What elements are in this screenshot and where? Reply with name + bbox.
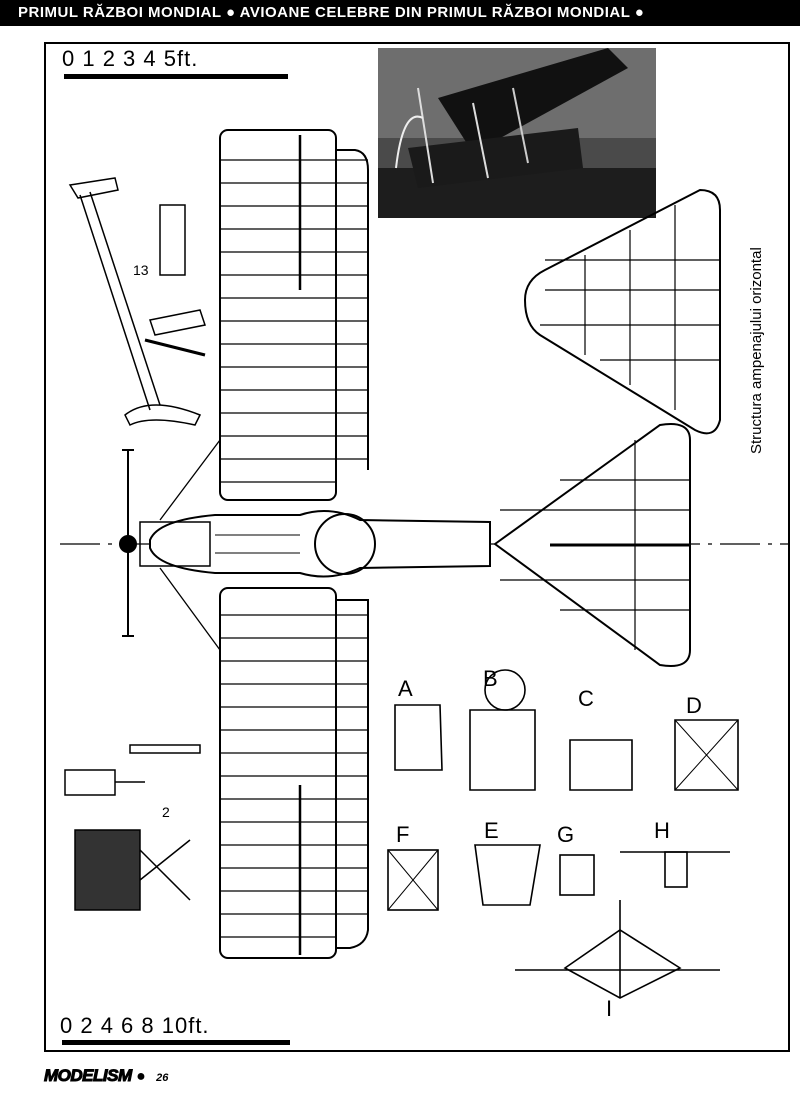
scale-top-label: 0 1 2 3 4 5ft. — [62, 46, 199, 71]
section-label-c: C — [578, 686, 594, 711]
aircraft-photo — [378, 48, 656, 218]
radiator-callout: 2 — [162, 804, 170, 820]
magazine-logo: MODELISM — [44, 1066, 133, 1086]
section-label-b: B — [483, 666, 498, 691]
footer: MODELISM ● 26 — [44, 1066, 169, 1086]
section-label-e: E — [484, 818, 499, 843]
section-label-i: I — [606, 996, 613, 1021]
header-banner: PRIMUL RĂZBOI MONDIAL ● AVIOANE CELEBRE … — [0, 0, 800, 26]
scale-bottom-label: 0 2 4 6 8 10ft. — [60, 1013, 210, 1038]
section-label-d: D — [686, 693, 702, 718]
section-label-f: F — [396, 822, 410, 847]
upper-wing-left — [219, 129, 337, 501]
lower-wing-right — [219, 587, 337, 959]
footer-bullet: ● — [136, 1068, 151, 1085]
section-label-a: A — [398, 676, 413, 701]
page-number: 26 — [156, 1072, 169, 1084]
section-label-g: G — [557, 822, 575, 847]
section-label-h: H — [654, 818, 670, 843]
strut-callout: 13 — [133, 262, 149, 278]
drawing-frame — [44, 42, 790, 1052]
scale-top-bar — [64, 74, 288, 79]
scale-bottom-bar — [62, 1040, 290, 1045]
